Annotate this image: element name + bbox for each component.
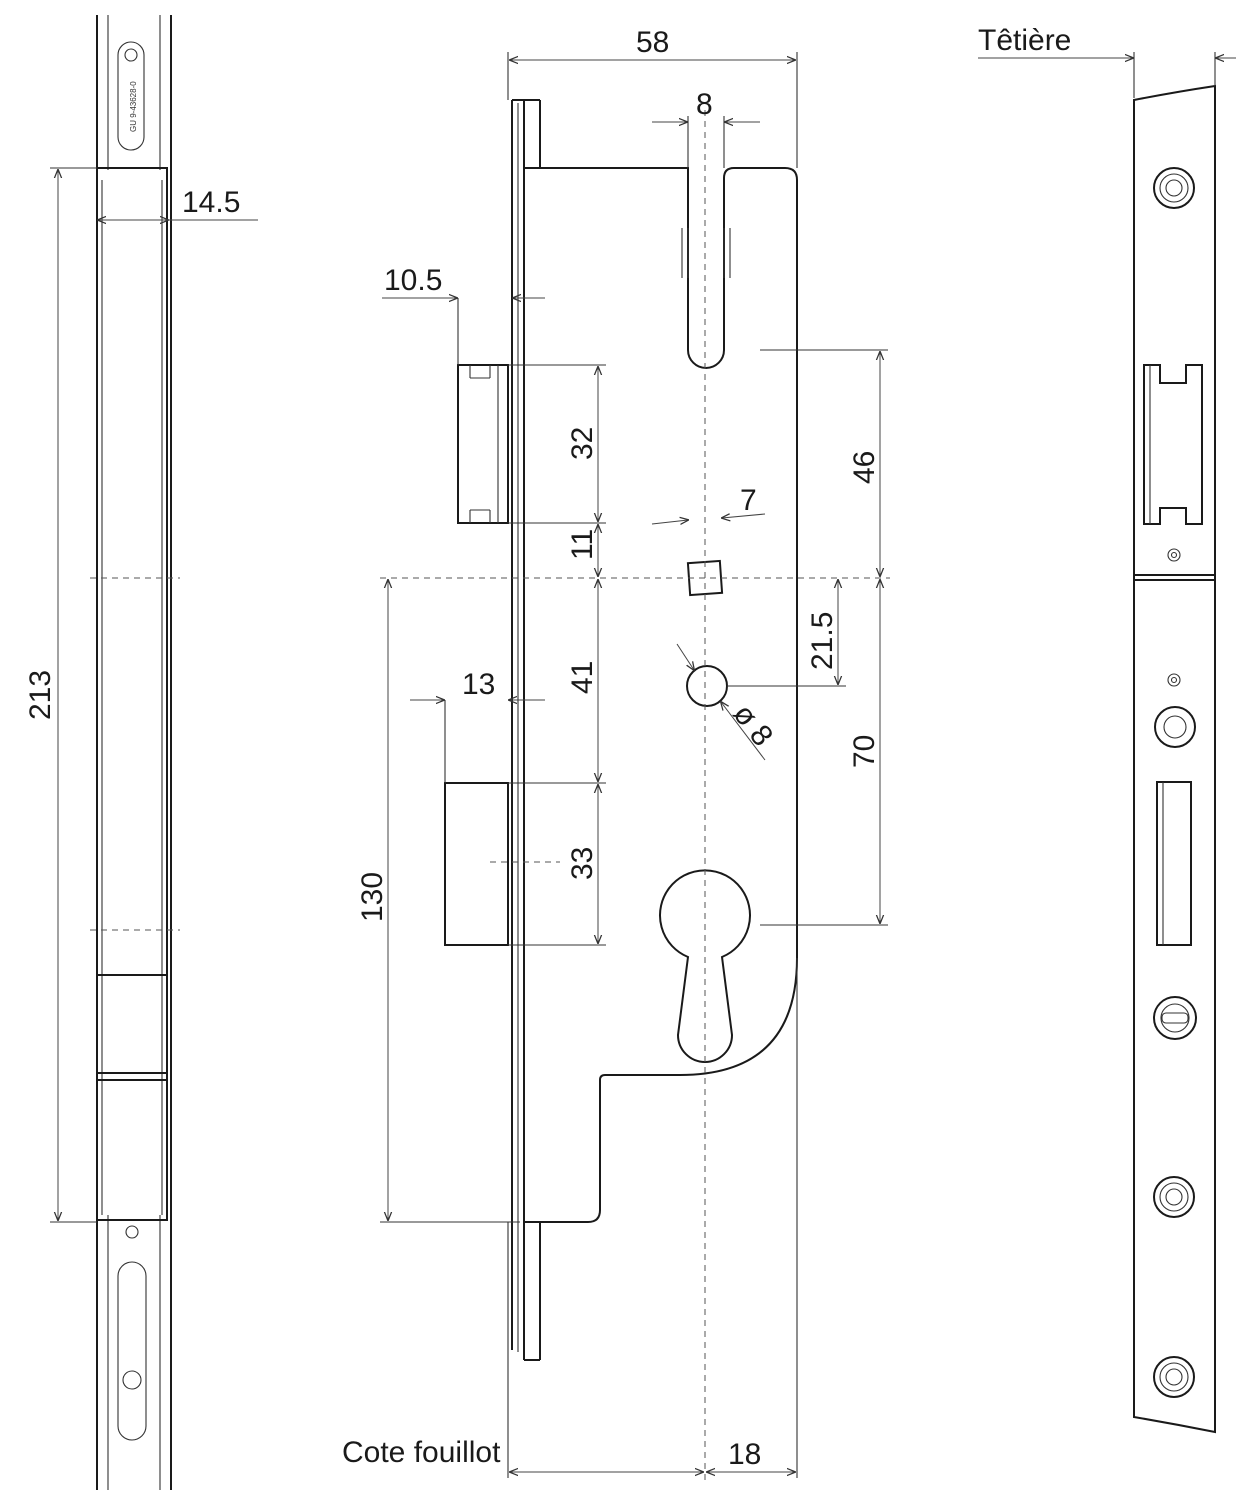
- dim-7: 7: [740, 484, 757, 517]
- dim-10-5: 10.5: [384, 264, 442, 297]
- cote-fouillot-label: Cote fouillot: [342, 1436, 501, 1469]
- bottom-slot: [117, 1261, 147, 1441]
- small-rivet-upper: [1167, 548, 1181, 562]
- roller-catch: [1153, 996, 1197, 1040]
- dim-46: 46: [848, 451, 881, 484]
- round-pin-hole: [1154, 706, 1196, 748]
- faceplate-outline: [1133, 84, 1216, 1434]
- dim-diameter-8: ø 8: [726, 698, 779, 752]
- dim-8-top: 8: [696, 88, 713, 121]
- dim-58: 58: [636, 26, 669, 59]
- dim-21-5: 21.5: [806, 612, 839, 670]
- engraving-text: GU 9-43628-0: [129, 81, 138, 132]
- side-profile-view: GU 9-43628-0 213 14.5: [24, 15, 258, 1490]
- round-hole: [686, 665, 728, 707]
- bolt-opening: [1156, 781, 1192, 946]
- lock-case-view: 58 8 10.5 32 11 41 33 46 70 2: [342, 26, 890, 1480]
- screw-hole-bottom: [1153, 1356, 1195, 1398]
- dim-18: 18: [728, 1438, 761, 1471]
- dead-bolt: [444, 782, 509, 946]
- top-slot: [117, 41, 145, 151]
- faceplate-front-view: Têtière: [978, 24, 1236, 1434]
- dim-13: 13: [462, 668, 495, 701]
- screw-hole-top: [1153, 167, 1195, 209]
- dim-33: 33: [566, 847, 599, 880]
- screw-hole-middle: [1153, 1176, 1195, 1218]
- dim-213: 213: [24, 670, 57, 720]
- spindle-square: [686, 559, 724, 597]
- dim-14-5: 14.5: [182, 186, 240, 219]
- small-rivet-lower: [1167, 673, 1181, 687]
- latch-opening: [1143, 364, 1203, 525]
- dim-70: 70: [848, 735, 881, 768]
- dim-32: 32: [566, 427, 599, 460]
- lock-case-outline: [524, 167, 798, 1223]
- cylinder-keyhole: [659, 869, 751, 1063]
- dim-130: 130: [356, 872, 389, 922]
- tetiere-label: Têtière: [978, 24, 1071, 57]
- dim-11: 11: [566, 529, 599, 560]
- latch-bolt: [457, 364, 509, 524]
- dim-41: 41: [566, 661, 599, 694]
